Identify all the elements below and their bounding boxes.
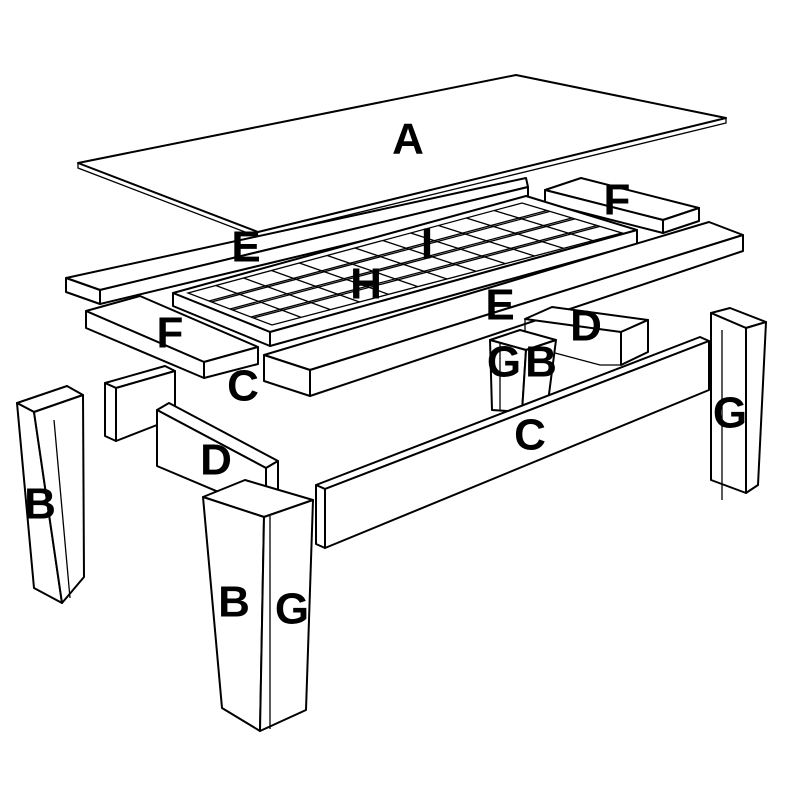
part-b-leg-left xyxy=(16,385,85,604)
grid-slat-cross xyxy=(271,269,360,303)
part-f-block-front xyxy=(85,295,259,379)
part-h-i-grid xyxy=(172,195,638,347)
label-a: A xyxy=(392,115,424,164)
label-g-front: G xyxy=(275,585,309,634)
part-g-leg-right xyxy=(710,307,767,500)
label-b-back: B xyxy=(525,338,557,387)
part-c-apron-front xyxy=(315,336,710,549)
label-g-back: G xyxy=(487,338,521,387)
label-g-right: G xyxy=(713,389,747,438)
label-f-front: F xyxy=(157,309,184,358)
label-b-left: B xyxy=(24,480,56,529)
grid-slat-cross xyxy=(410,232,506,265)
label-d-back: D xyxy=(570,302,602,351)
part-d-apron-back xyxy=(524,306,649,366)
label-e-back: E xyxy=(231,223,260,272)
label-i: I xyxy=(421,220,433,269)
grid-slat-cross xyxy=(382,239,477,272)
part-f-block-back xyxy=(544,177,700,234)
label-b-front: B xyxy=(218,578,250,627)
label-h: H xyxy=(350,260,382,309)
grid-slat-cross xyxy=(326,254,419,288)
grid-slat-cross xyxy=(438,224,535,257)
label-f-back: F xyxy=(604,176,631,225)
part-e-rail-front xyxy=(263,221,744,397)
part-bg-leg-front xyxy=(202,479,314,732)
grid-slat-cross xyxy=(354,247,448,280)
grid-slat-cross xyxy=(215,284,302,318)
grid-slat-cross xyxy=(493,209,594,242)
label-c-front: C xyxy=(514,411,546,460)
label-d-front: D xyxy=(200,436,232,485)
grid-slats xyxy=(185,202,625,326)
grid-slat-cross xyxy=(243,277,331,311)
grid-slat-cross xyxy=(299,262,389,295)
grid-slat-cross xyxy=(466,217,564,249)
label-c-left: C xyxy=(227,362,259,411)
part-e-rail-back xyxy=(65,177,529,305)
label-e-front: E xyxy=(485,281,514,330)
